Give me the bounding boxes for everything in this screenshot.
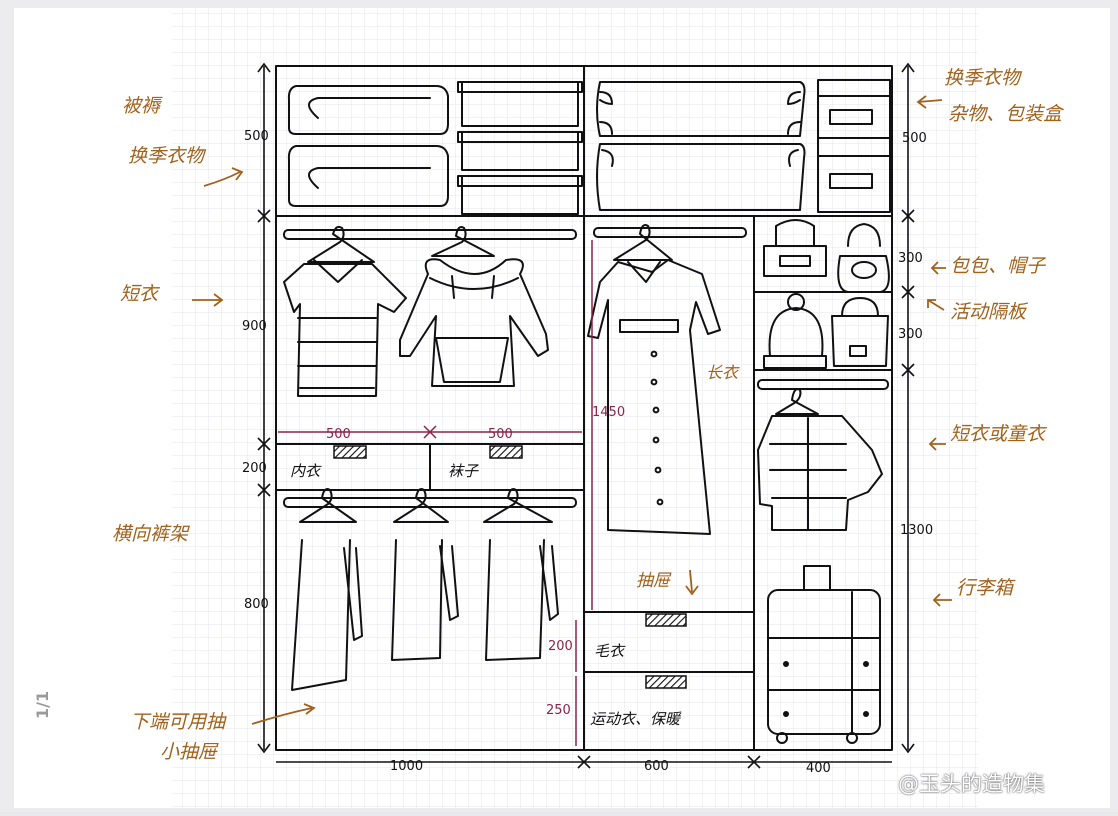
annotation-seasonal-left: 换季衣物	[128, 145, 207, 167]
page-number: 1/1	[33, 690, 52, 719]
label-long-coat: 长衣	[706, 363, 740, 382]
annotation-bottom-drawers-2: 小抽屉	[160, 741, 219, 763]
drawer-handle	[489, 445, 523, 459]
dim-drawer-250: 250	[546, 703, 571, 718]
drawer-handle	[645, 675, 687, 689]
watermark: @玉头的造物集	[898, 772, 1045, 796]
dim-drawer-200: 200	[548, 639, 573, 654]
dim-width-600: 600	[644, 759, 669, 774]
dim-width-1000: 1000	[390, 759, 423, 774]
dim-right-1300: 1300	[900, 523, 933, 538]
dim-gap-left: 200	[242, 461, 267, 476]
annotation-horizontal-rack: 横向裤架	[112, 523, 190, 545]
annotation-bottom-drawers-1: 下端可用抽	[130, 711, 227, 733]
annotation-seasonal-right: 换季衣物	[944, 67, 1023, 89]
annotation-bags-hats: 包包、帽子	[950, 255, 1047, 277]
annotation-misc-box: 杂物、包装盒	[948, 103, 1065, 125]
drawer-handle	[645, 613, 687, 627]
dim-top-right: 500	[902, 131, 927, 146]
annotation-short-clothes: 短衣	[120, 283, 161, 305]
dim-low-left: 800	[244, 597, 269, 612]
label-underwear: 内衣	[290, 462, 322, 480]
dim-mid-left: 900	[242, 319, 267, 334]
dim-right-300-b: 300	[898, 327, 923, 342]
dim-width-400: 400	[806, 761, 831, 776]
drawer-handle	[333, 445, 367, 459]
dim-right-300-a: 300	[898, 251, 923, 266]
label-sportswear: 运动衣、保暖	[590, 710, 682, 728]
dim-top-left: 500	[244, 129, 269, 144]
dim-tall-1450: 1450	[592, 405, 625, 420]
annotation-movable-shelf: 活动隔板	[950, 301, 1029, 323]
label-drawer: 抽屉	[636, 571, 672, 591]
dim-inner-500-b: 500	[488, 427, 513, 442]
dim-inner-500-a: 500	[326, 427, 351, 442]
label-sweater: 毛衣	[594, 642, 626, 660]
label-socks: 袜子	[448, 462, 479, 480]
annotation-quilt: 被褥	[122, 95, 163, 117]
annotation-suitcase: 行李箱	[956, 577, 1016, 599]
annotation-short-child: 短衣或童衣	[950, 423, 1048, 445]
